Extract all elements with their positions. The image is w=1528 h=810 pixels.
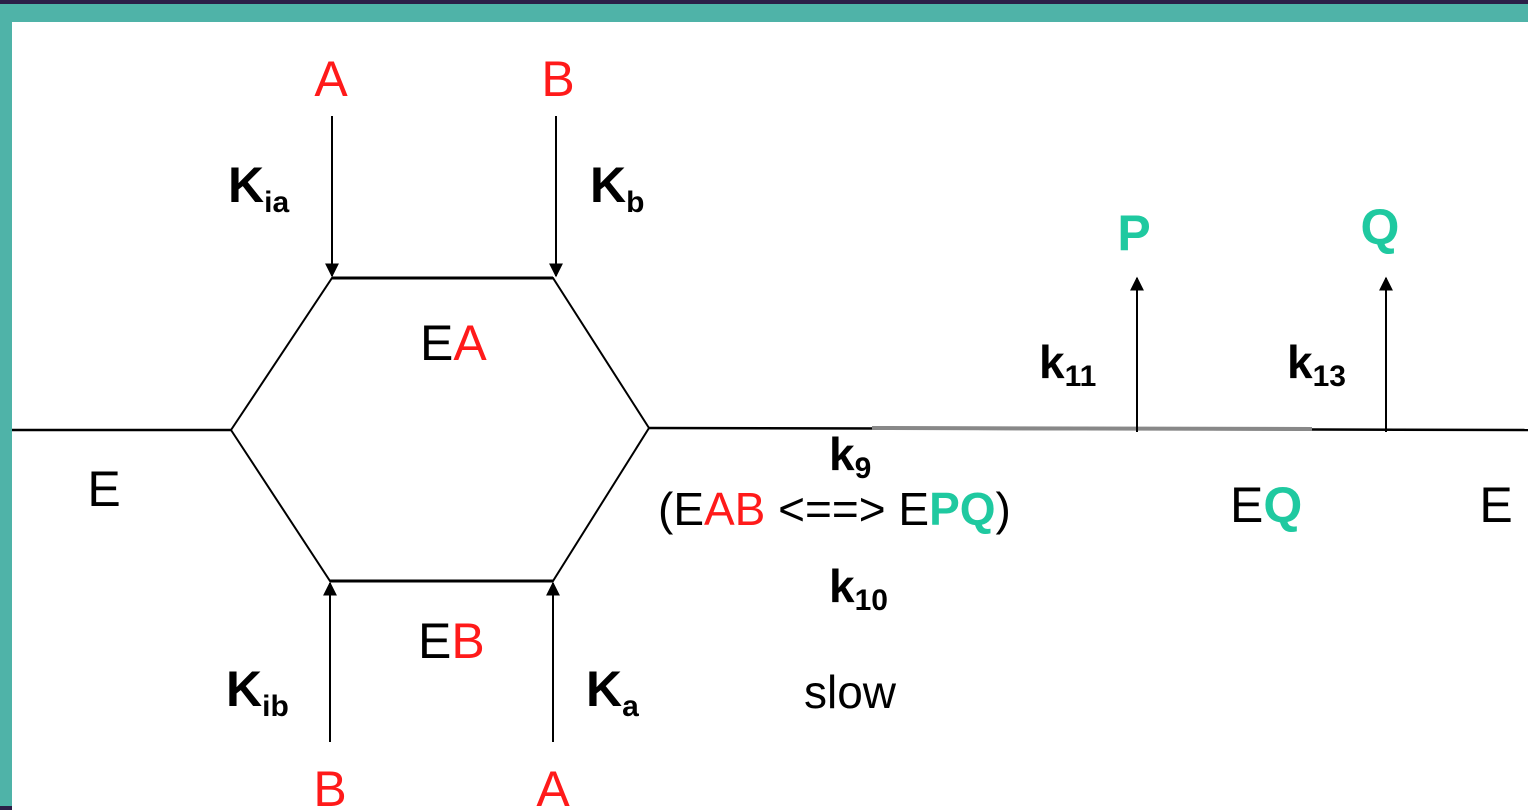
note-slow: slow	[804, 666, 897, 718]
const-kia: Kia	[228, 157, 289, 219]
species-eq: EQ	[1230, 477, 1302, 533]
substrate-b-top: B	[541, 51, 574, 107]
substrate-a-top: A	[314, 51, 348, 107]
const-ka: Ka	[586, 661, 639, 723]
const-k10: k10	[829, 560, 888, 617]
product-p: P	[1117, 205, 1150, 261]
const-k11: k11	[1039, 336, 1096, 393]
const-kb: Kb	[590, 157, 644, 219]
product-q: Q	[1361, 199, 1400, 255]
const-kib: Kib	[226, 661, 289, 723]
substrate-a-bottom: A	[536, 761, 570, 810]
const-k9: k9	[829, 428, 871, 485]
substrate-b-bottom: B	[313, 761, 346, 810]
hexagon-lower	[230, 427, 650, 582]
species-e-left: E	[87, 461, 120, 517]
species-e-right: E	[1479, 477, 1512, 533]
baseline-grey-segment	[871, 426, 1313, 431]
central-complex: (EAB <==> EPQ)	[658, 483, 1011, 535]
const-k13: k13	[1287, 336, 1346, 393]
mechanism-diagram: A B B A P Q Kia Kb Kib Ka k9 k10 k11 k13…	[12, 51, 1528, 810]
species-ea: EA	[420, 315, 487, 371]
diagram-panel: A B B A P Q Kia Kb Kib Ka k9 k10 k11 k13…	[12, 22, 1528, 810]
frame: A B B A P Q Kia Kb Kib Ka k9 k10 k11 k13…	[0, 4, 1528, 810]
species-eb: EB	[418, 613, 485, 669]
